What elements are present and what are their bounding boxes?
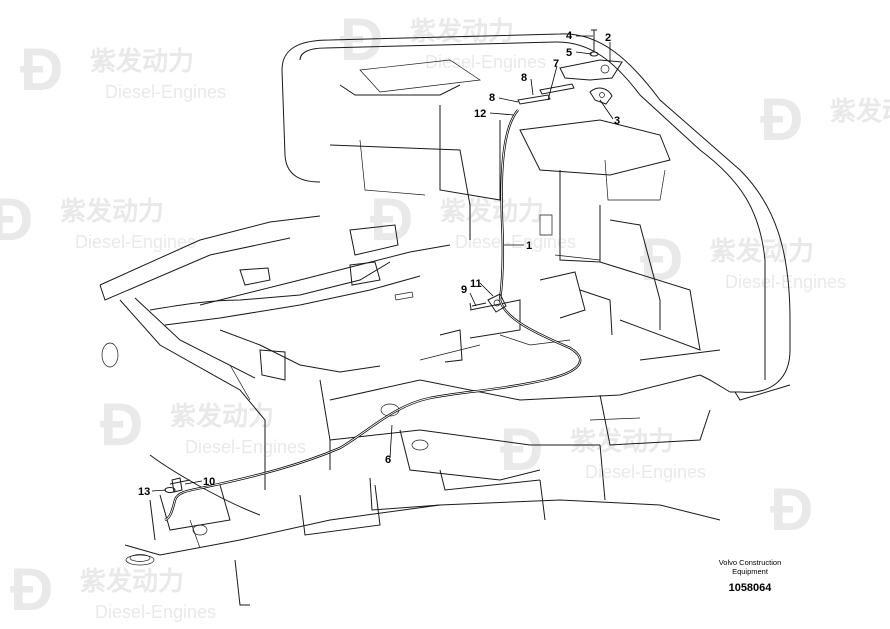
callout-label: 8 (521, 72, 527, 84)
callout-label: 8 (489, 92, 495, 104)
cable-harness (164, 109, 582, 522)
drawing-number: 1058064 (728, 582, 772, 594)
screw-part-9 (469, 302, 487, 310)
clip-part-8 (517, 94, 551, 105)
bracket-part-2 (559, 59, 623, 81)
watermark-en: Diesel-Engines (95, 602, 216, 622)
watermark-logo-icon: Ð (10, 556, 53, 623)
watermark-cn: 紫发动力 (60, 196, 164, 226)
watermark-en: Diesel-Engines (455, 232, 576, 252)
watermark-en: Diesel-Engines (75, 232, 196, 252)
callout-label: 13 (138, 486, 150, 498)
callout-label: 6 (385, 454, 391, 466)
watermark-en: Diesel-Engines (185, 437, 306, 457)
watermark-cn: 紫发动力 (170, 401, 274, 431)
frame-outline (99, 215, 731, 606)
callout-label: 5 (566, 47, 572, 59)
watermark-logo-icon: Ð (0, 186, 33, 253)
bolt-part-4 (591, 29, 597, 52)
callout-label: 11 (470, 278, 482, 290)
callout-label: 10 (203, 476, 215, 488)
watermark-logo-icon: Ð (760, 86, 803, 153)
callout-label: 2 (605, 32, 611, 44)
watermark-cn: 紫发动力 (570, 426, 674, 456)
manufacturer-line-2: Equipment (732, 567, 768, 576)
sensor-part-11 (487, 293, 507, 313)
watermark-en: Diesel-Engines (105, 82, 226, 102)
bracket-part-3 (589, 87, 613, 105)
watermark-logo-icon: Ð (770, 476, 813, 543)
watermark-en: Diesel-Engines (725, 272, 846, 292)
callout-label: 1 (526, 240, 532, 252)
counterweight-outline (281, 33, 791, 401)
watermark-cn: 紫发动力 (410, 16, 514, 46)
watermark-en: Diesel-Engines (425, 52, 546, 72)
watermark-group: Ð 紫发动力 Diesel-Engines Ð 紫发动力 Diesel-Engi… (0, 6, 890, 623)
callout-label: 9 (461, 284, 467, 296)
watermark-logo-icon: Ð (100, 391, 143, 458)
watermark-logo-icon: Ð (500, 416, 543, 483)
watermark-cn: 紫发动力 (440, 196, 544, 226)
callout-label: 7 (553, 58, 559, 70)
watermark-cn: 紫发动力 (80, 566, 184, 596)
watermark-en: Diesel-Engines (585, 462, 706, 482)
manufacturer-line-1: Volvo Construction (718, 558, 782, 567)
watermark-logo-icon: Ð (640, 226, 683, 293)
callout-label: 4 (566, 30, 573, 42)
callout-label: 3 (614, 115, 620, 127)
callout-labels: 1 1 2 3 4 5 6 7 8 8 9 10 11 12 13 (138, 30, 620, 498)
watermark-logo-icon: Ð (20, 36, 63, 103)
callout-label: 12 (474, 108, 486, 120)
watermark-cn: 紫发动力 (90, 46, 194, 76)
watermark-logo-icon: Ð (370, 186, 413, 253)
drawing-caption: Volvo Construction Equipment 1058064 (700, 558, 800, 594)
watermark-cn: 紫发动力 (830, 96, 890, 126)
leader-lines (151, 35, 614, 492)
clip-part-7 (539, 83, 575, 95)
